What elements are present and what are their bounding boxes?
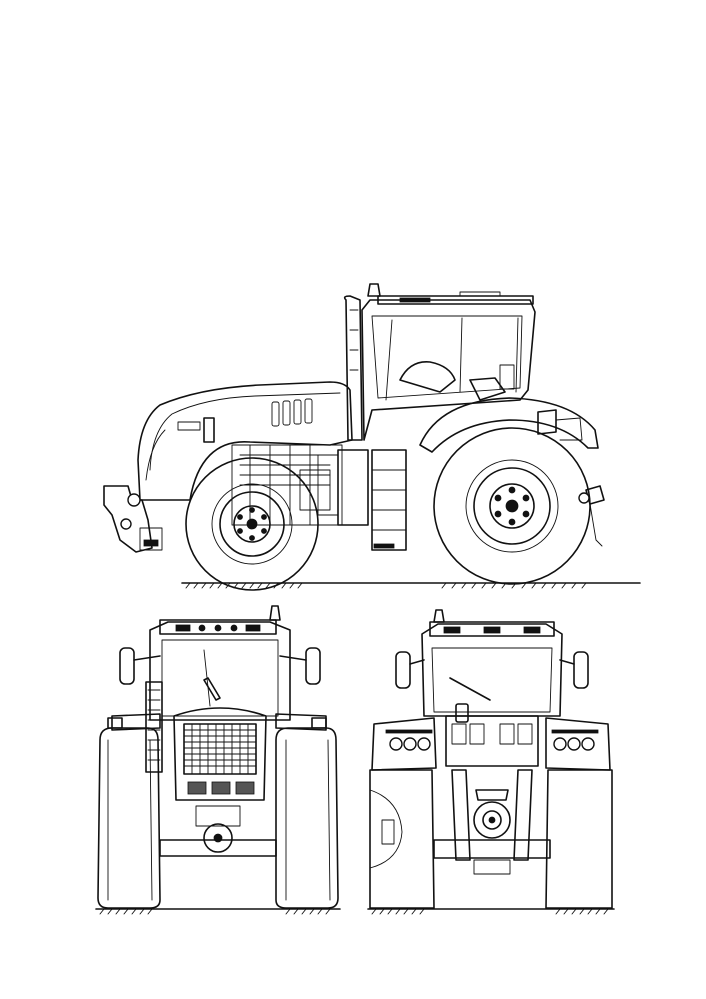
rear-right-fender (545, 717, 611, 771)
front-right-tire-tread (285, 739, 331, 901)
rear-ground-hatch (371, 908, 609, 915)
rear-right-lift-arm (513, 769, 533, 861)
rear-transmission-housing (445, 715, 539, 767)
rear-right-tire (545, 769, 613, 909)
front-cab-roof (159, 619, 277, 635)
front-cab (149, 621, 291, 721)
rear-cab (421, 623, 563, 717)
side-rear-bracket (555, 417, 583, 441)
front-view (95, 605, 341, 915)
side-step-ladder (371, 449, 407, 551)
front-left-fender (111, 713, 161, 731)
side-front-lamp (203, 417, 215, 443)
front-headlights (187, 781, 255, 795)
front-left-indicator (107, 717, 123, 729)
front-pto (203, 823, 233, 853)
front-grille-mesh (183, 723, 257, 775)
side-grille-edge (145, 429, 166, 481)
front-roof-lights (175, 624, 261, 632)
side-exhaust-guard (349, 309, 359, 371)
rear-roof-lights (443, 626, 541, 634)
rear-cab-roof (429, 621, 555, 637)
side-rear-wheel (433, 427, 591, 585)
rear-hitch-hook (473, 859, 511, 875)
side-front-hitch (103, 485, 163, 553)
rear-right-mirror (559, 651, 589, 689)
rear-left-lift-arm (451, 769, 471, 861)
rear-wiper (449, 677, 491, 701)
front-axle (159, 839, 277, 857)
rear-left-wheel-hub (381, 819, 395, 845)
rear-hydraulic-valves (451, 723, 533, 745)
side-cab-roof (377, 295, 534, 305)
front-weight-block (195, 805, 241, 827)
rear-window (431, 647, 553, 713)
rear-left-fender (371, 717, 437, 771)
front-left-tire-tread (107, 739, 153, 901)
side-seat-back (499, 364, 515, 390)
rear-left-lamps (385, 729, 433, 751)
side-view (103, 283, 641, 591)
front-exhaust-stack (145, 681, 163, 773)
front-right-indicator (311, 717, 327, 729)
rear-left-tire-sidewall (369, 789, 403, 869)
side-rear-linkage (578, 485, 605, 547)
rear-view (367, 609, 615, 915)
side-cab (361, 283, 536, 441)
front-ground-hatch (99, 908, 331, 915)
rear-right-lamps (551, 729, 599, 751)
side-steering-wheel (399, 361, 456, 393)
rear-axle (433, 839, 551, 859)
front-right-fender (275, 713, 327, 731)
front-grille (183, 723, 257, 775)
side-rear-light (537, 409, 557, 435)
side-rear-fender (419, 397, 599, 453)
side-hood-crease (149, 392, 341, 471)
side-hood-vents (271, 398, 313, 427)
side-exhaust-stack (343, 295, 363, 441)
rear-drawbar (475, 789, 509, 801)
front-hood (173, 707, 267, 801)
rear-beacon-light (433, 609, 445, 623)
side-engine-block (231, 444, 343, 526)
side-beacon-light (367, 283, 381, 297)
rear-left-tire (369, 769, 435, 909)
front-left-mirror (119, 647, 161, 685)
side-seat (469, 377, 506, 401)
front-windshield (161, 639, 279, 717)
rear-pto-shaft (473, 801, 511, 839)
rear-camera (455, 703, 469, 723)
front-beacon-light (269, 605, 281, 621)
side-fuel-tank (337, 449, 369, 526)
side-headlight (177, 421, 201, 431)
rear-left-mirror (395, 651, 425, 689)
front-wiper (203, 677, 221, 701)
side-front-wheel (185, 457, 319, 591)
side-hood (137, 381, 353, 501)
front-right-mirror (279, 647, 321, 685)
